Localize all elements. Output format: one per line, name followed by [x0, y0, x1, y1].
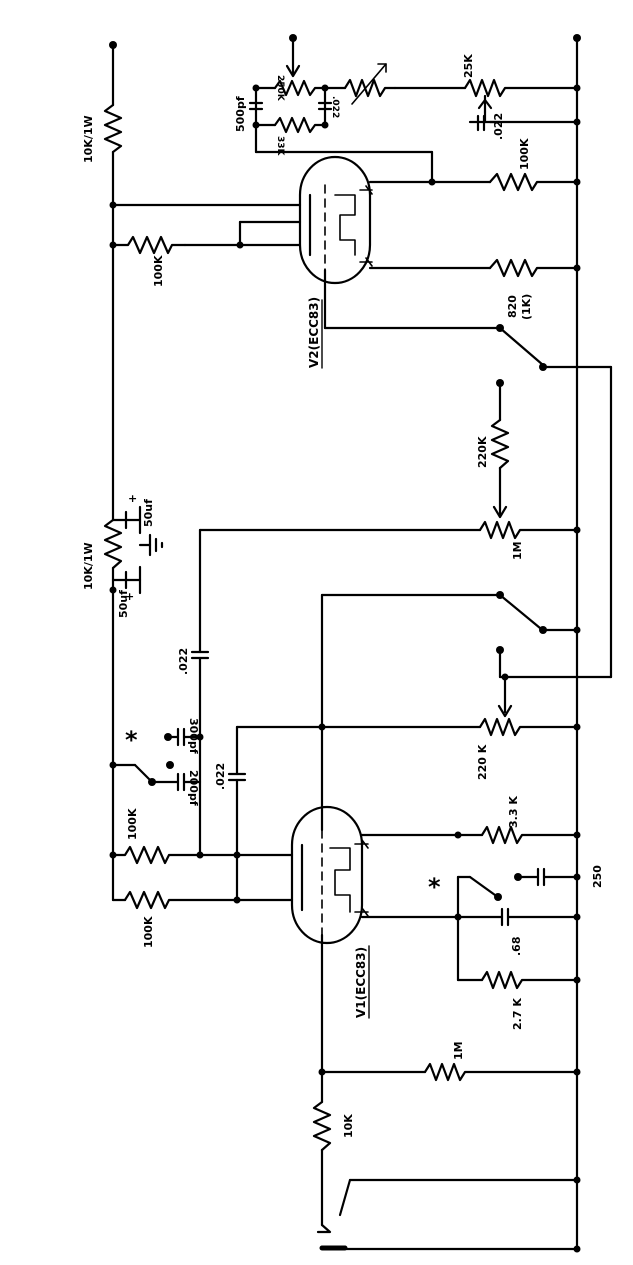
junction-dot: [573, 1068, 581, 1076]
resistor-220k-bottom: [478, 717, 579, 737]
junction-dot: [573, 723, 581, 731]
terminal-dot: [289, 34, 297, 42]
asterisk-marker: *: [125, 726, 138, 754]
junction-dot: [573, 526, 581, 534]
label-r-100k-v2-plate: 100K: [518, 138, 531, 170]
label-r-820: 820: [506, 295, 519, 318]
variable-arrow: [351, 63, 387, 105]
label-c-250: 250: [591, 865, 604, 888]
resistor-100k-v2-plate: [488, 172, 579, 192]
resistor-220k-top: [490, 418, 510, 470]
label-c-500pf: 500pf: [234, 96, 247, 132]
label-c-022-tone: .022: [330, 96, 340, 118]
terminal-dot: [109, 41, 117, 49]
resistor-100k-v1-b: [123, 890, 239, 910]
label-r-33k-tone: 33K: [275, 136, 285, 157]
label-c-50uf-b: 50uf: [142, 499, 155, 527]
label-r-2-7k: 2.7 K: [511, 998, 524, 1030]
junction-dot: [573, 1245, 581, 1253]
resistor-2-7k: [480, 970, 579, 990]
junction-dot: [321, 121, 329, 129]
label-c-300pf: 300pf: [187, 718, 200, 754]
switch-blade: [133, 763, 152, 782]
pot-wiper-arrow: [477, 98, 493, 110]
junction-dot: [573, 626, 581, 634]
resistor-3-3k: [480, 825, 579, 845]
switch-blade: [498, 326, 545, 367]
junction-dot: [109, 586, 117, 594]
junction-dot: [573, 84, 581, 92]
label-r-1m-input: 1M: [452, 1041, 465, 1060]
label-r-100k-v1-b: 100K: [142, 916, 155, 948]
junction-dot: [573, 264, 581, 272]
tube-v2-cathode: [334, 194, 356, 256]
label-r-3-3k: 3.3 K: [507, 796, 520, 828]
label-c-022-coupling-b: .022: [214, 763, 227, 790]
label-c-022-25k: .022: [492, 113, 505, 140]
junction-dot: [573, 873, 581, 881]
resistor-10k-1w-top: [103, 103, 123, 154]
resistor-25k: [463, 78, 579, 98]
junction-dot: [573, 831, 581, 839]
asterisk-marker: *: [428, 873, 441, 901]
label-r-25k: 25K: [462, 54, 475, 78]
label-r-10k-1w-mid: 10K/1W: [82, 542, 95, 590]
junction-dot: [573, 178, 581, 186]
wire: [338, 1178, 352, 1217]
tube-v1-label: V1(ECC83): [354, 947, 368, 1018]
label-plus-a: +: [125, 590, 134, 603]
resistor-10k-input: [312, 1100, 332, 1152]
tube-v2-envelope: [298, 155, 372, 285]
input-jack: [316, 1223, 332, 1234]
tube-v1-heater: [354, 839, 369, 917]
resistor-33k-tone: [273, 116, 327, 134]
tube-v1-cathode: [329, 847, 351, 913]
resistor-1m-vol: [478, 520, 579, 540]
label-r-250k-tone: 250K: [275, 75, 285, 102]
resistor-250k-tone: [273, 79, 327, 97]
junction-dot: [573, 976, 581, 984]
resistor-820: [488, 258, 579, 278]
label-c-68: .68: [510, 937, 523, 957]
variable-arrow-head: [377, 63, 387, 73]
terminal-dot: [573, 34, 581, 42]
label-r-10k-input: 10K: [342, 1114, 355, 1138]
tube-v2-heater: [359, 185, 373, 267]
resistor-100k-v1-a: [111, 845, 202, 865]
pot-wiper-arrow: [492, 505, 508, 519]
label-r-820-alt: (1K): [520, 294, 533, 320]
pot-wiper-arrow: [497, 704, 513, 718]
switch-blade: [498, 593, 542, 630]
tube-v2-label: V2(ECC83): [307, 297, 321, 368]
label-r-10k-1w-top: 10K/1W: [82, 115, 95, 163]
junction-dot: [233, 896, 241, 904]
label-plus-b: +: [128, 492, 137, 505]
label-c-50uf-a: 50uf: [117, 590, 130, 618]
resistor-1m-input: [423, 1062, 579, 1082]
junction-dot: [573, 1176, 581, 1184]
label-c-200pf: 200pf: [187, 770, 200, 806]
tube-v1-envelope: [290, 805, 364, 945]
pot-wiper-arrow: [285, 64, 301, 78]
switch-contact: [494, 893, 502, 901]
resistor-1m-tone: [343, 78, 397, 98]
resistor-100k-v2-grid: [111, 235, 187, 255]
label-r-100k-v2-grid: 100K: [152, 255, 165, 287]
junction-dot: [573, 913, 581, 921]
label-r-220k-bottom: 220 K: [476, 744, 489, 780]
label-r-220k-top: 220K: [476, 436, 489, 468]
label-r-1m-vol: 1M: [511, 541, 524, 560]
junction-dot: [573, 118, 581, 126]
switch-contact: [166, 761, 174, 769]
resistor-10k-1w-mid: [103, 518, 123, 570]
label-r-100k-v1-a: 100K: [126, 808, 139, 840]
switch-blade: [468, 875, 497, 897]
label-c-022-coupling-a: .022: [177, 648, 190, 675]
